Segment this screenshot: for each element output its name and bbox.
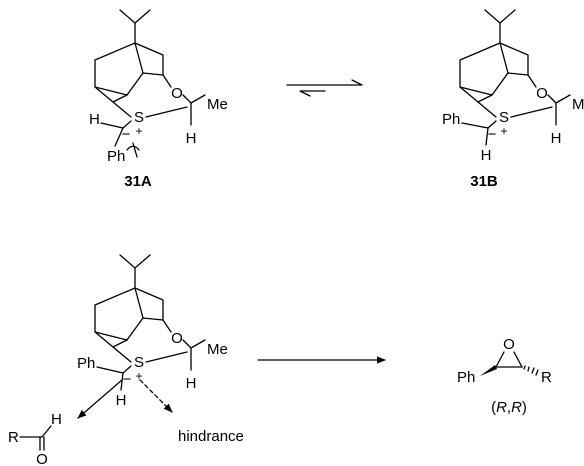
caption-31B: 31B — [470, 173, 498, 190]
atom-O: O — [171, 330, 183, 347]
stereo-descriptor: (R,R) — [491, 399, 527, 416]
atom-R: R — [8, 429, 19, 446]
equilibrium-arrows — [286, 79, 363, 97]
bond-Ph-carbanion — [114, 127, 124, 147]
atom-Ph: Ph — [107, 148, 125, 165]
hash-bond — [523, 365, 539, 376]
atom-S: S — [134, 354, 144, 371]
bond-H-carbanion — [120, 372, 124, 391]
stereo-R2: R — [511, 399, 522, 416]
sulfonium-charge: + — [500, 124, 507, 138]
structure-ylide-transition: O S + Me H Ph − H — [77, 254, 228, 409]
atom-H-ring: H — [551, 130, 562, 147]
atom-H-carbanion: H — [89, 111, 100, 128]
atom-S: S — [499, 109, 509, 126]
sulfonium-charge: + — [135, 124, 142, 138]
atom-H-carbanion: H — [116, 392, 127, 409]
epoxide-product: Ph O R (R,R) — [457, 336, 552, 416]
atom-Ph: Ph — [77, 355, 95, 372]
atom-Ph: Ph — [442, 111, 460, 128]
atom-S: S — [134, 109, 144, 126]
structure-31A: O S + Me H H − Ph — [89, 9, 228, 165]
sulfonium-charge: + — [135, 369, 142, 383]
caption-31A: 31A — [124, 173, 152, 190]
hindrance-arrow — [139, 379, 173, 413]
atom-Ph: Ph — [457, 369, 475, 386]
structure-31B: O S + Me H Ph − H — [442, 9, 584, 164]
atom-R: R — [541, 369, 552, 386]
atom-H-ring: H — [186, 375, 197, 392]
atom-O: O — [171, 85, 183, 102]
bond-H-carbanion — [485, 127, 489, 146]
bond-S-carbanion — [122, 365, 132, 374]
atom-H-carbanion: H — [481, 147, 492, 164]
atom-O: O — [36, 451, 48, 466]
atom-O: O — [503, 336, 515, 353]
carbanion-charge: − — [123, 371, 132, 388]
paren-open: ( — [491, 399, 496, 416]
bond-S-carbanion — [487, 120, 497, 129]
atom-O: O — [536, 85, 548, 102]
carbanion-charge: − — [488, 126, 497, 143]
paren-close: ) — [522, 399, 527, 416]
aldehyde: R H O — [8, 411, 62, 466]
stereo-R1: R — [496, 399, 507, 416]
bond-S-carbanion — [122, 120, 132, 129]
stereo-comma: , — [507, 399, 511, 416]
steric-clash-mark — [126, 142, 140, 158]
bond-H-carbanion — [100, 122, 124, 129]
atom-Me: Me — [207, 96, 228, 113]
atom-H: H — [51, 411, 62, 428]
atom-H-ring: H — [186, 130, 197, 147]
hindrance-label: hindrance — [178, 428, 244, 445]
bond-Ph-carbanion — [461, 122, 489, 129]
attack-arrow — [77, 379, 123, 419]
wedge-bond — [480, 365, 497, 376]
atom-Me: Me — [207, 341, 228, 358]
atom-Me: Me — [572, 96, 584, 113]
carbanion-charge: − — [122, 126, 131, 143]
bond-Ph-carbanion — [96, 366, 124, 374]
